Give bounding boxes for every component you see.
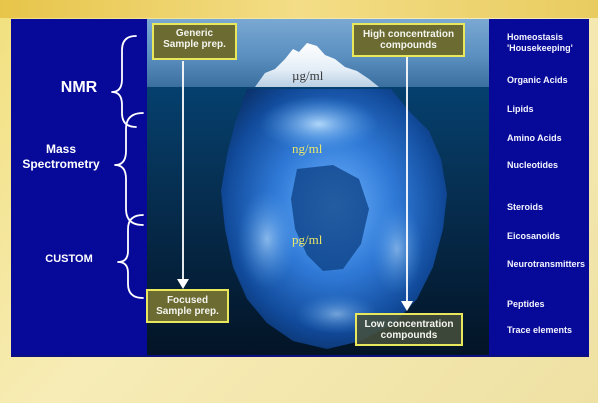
concentration-ng-label: ng/ml — [292, 141, 323, 156]
mass-spectrometry-brace — [114, 112, 144, 226]
compound-class-steroids: Steroids — [507, 202, 544, 212]
custom-brace — [117, 214, 144, 299]
compound-class-lipids: Lipids — [507, 104, 534, 114]
iceberg-illustration — [221, 43, 447, 349]
top-band — [0, 0, 598, 18]
custom-label: CUSTOM — [45, 253, 93, 265]
concentration-ug-label: µg/ml — [292, 68, 324, 83]
mass-spectrometry-label: Mass Spectrometry — [22, 142, 100, 171]
compound-class-organic-acids: Organic Acids — [507, 75, 568, 85]
iceberg-tip — [255, 43, 379, 87]
compound-class-peptides: Peptides — [507, 299, 545, 309]
nmr-label: NMR — [60, 79, 98, 96]
content-panel: µg/ml ng/ml pg/ml Generic Sample prep. H… — [11, 19, 589, 355]
focused-sample-prep-box: Focused Sample prep. — [146, 289, 229, 323]
compound-class-amino-acids: Amino Acids — [507, 133, 562, 143]
compound-class-nucleotides: Nucleotides — [507, 160, 559, 170]
compound-class-homeostasis: Homeostasis 'Housekeeping' — [507, 32, 573, 53]
compound-class-eicosanoids: Eicosanoids — [507, 231, 561, 241]
high-concentration-box: High concentration compounds — [352, 23, 465, 57]
nmr-brace — [111, 35, 137, 128]
low-concentration-box: Low concentration compounds — [355, 313, 463, 346]
compound-class-trace-elements: Trace elements — [507, 325, 573, 335]
panel-bottom-edge — [11, 355, 589, 357]
compound-class-neurotransmitters: Neurotransmitters — [507, 259, 586, 269]
generic-sample-prep-box: Generic Sample prep. — [152, 23, 237, 60]
concentration-pg-label: pg/ml — [292, 232, 323, 247]
iceberg-photo — [147, 19, 489, 355]
